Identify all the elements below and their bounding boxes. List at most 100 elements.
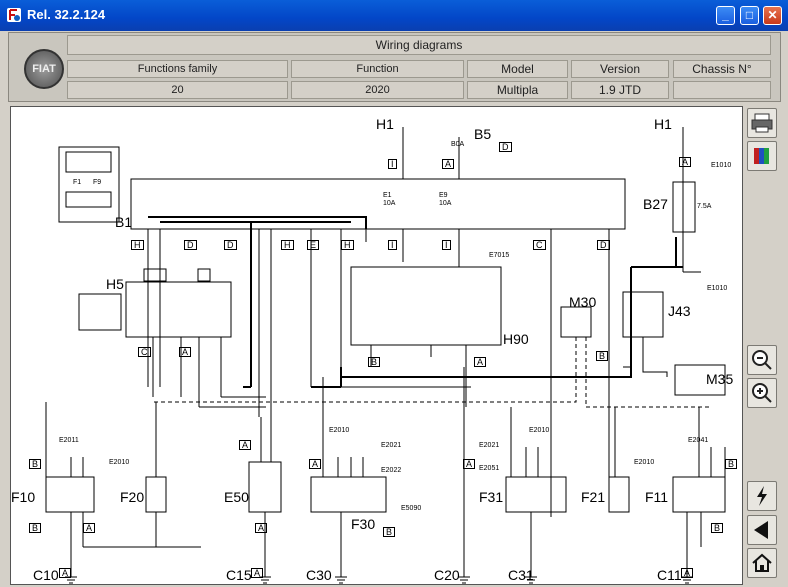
back-arrow-icon (754, 521, 768, 539)
maximize-button[interactable]: □ (740, 6, 759, 25)
conn-d-4: D (597, 240, 610, 250)
conn-a-8: A (83, 523, 96, 533)
label-h90: H90 (503, 331, 529, 347)
conn-a-1: A (442, 159, 455, 169)
ref-e5090: E5090 (401, 505, 422, 512)
conn-b-2: B (596, 351, 609, 361)
printer-icon (751, 113, 773, 133)
conn-b-1: B (368, 357, 381, 367)
fuse-f9-rating: E9 10A (439, 192, 452, 207)
conn-a-3: A (474, 357, 487, 367)
model-header: Model (467, 60, 568, 78)
zoom-in-button[interactable] (747, 378, 777, 408)
conn-a-10: A (59, 568, 72, 578)
ref-e2041: E2041 (688, 437, 709, 444)
fuse-f1-rating: E1 10A (383, 192, 396, 207)
chassis-value (673, 81, 771, 99)
label-m35: M35 (706, 371, 734, 387)
label-c30: C30 (306, 567, 332, 583)
label-j43: J43 (668, 303, 691, 319)
ref-e2011: E2011 (59, 437, 79, 444)
function-value: 2020 (291, 81, 464, 99)
title-bar[interactable]: Rel. 32.2.124 _ □ ✕ (0, 0, 788, 31)
zoom-out-button[interactable] (747, 345, 777, 375)
close-button[interactable]: ✕ (763, 6, 782, 25)
lightning-icon (757, 486, 767, 506)
conn-h-1: H (131, 240, 144, 250)
conn-d-3: D (224, 240, 237, 250)
home-icon (752, 553, 772, 572)
conn-a-2: A (179, 347, 192, 357)
conn-h-2: H (281, 240, 294, 250)
conn-b-4: B (725, 459, 738, 469)
label-c15: C15 (226, 567, 252, 583)
version-value: 1.9 JTD (571, 81, 669, 99)
label-f10: F10 (11, 489, 36, 505)
model-value: Multipla (467, 81, 568, 99)
power-button[interactable] (747, 481, 777, 511)
book-button[interactable] (747, 141, 777, 171)
label-f11: F11 (645, 489, 669, 505)
conn-d-2: D (184, 240, 197, 250)
ref-e2051: E2051 (479, 465, 500, 472)
fuse-b5-rating: B0A (451, 141, 465, 148)
conn-d-1: D (499, 142, 512, 152)
function-header: Function (291, 60, 464, 78)
ref-e2010-c: E2010 (529, 427, 550, 434)
label-f30: F30 (351, 516, 376, 532)
functions-family-header: Functions family (67, 60, 288, 78)
version-header: Version (571, 60, 669, 78)
conn-b-7: B (711, 523, 724, 533)
ref-e1010-b: E1010 (707, 285, 728, 292)
home-button[interactable] (747, 548, 777, 578)
conn-b-3: B (29, 459, 42, 469)
label-h1-right: H1 (654, 116, 672, 132)
zoom-out-icon (752, 350, 772, 370)
label-f21: F21 (581, 489, 606, 505)
conn-b-5: B (29, 523, 42, 533)
ref-e2010-a: E2010 (109, 459, 130, 466)
functions-family-value: 20 (67, 81, 288, 99)
conn-h-3: H (341, 240, 354, 250)
label-c20: C20 (434, 567, 460, 583)
conn-a-11: A (251, 568, 264, 578)
app-icon (7, 8, 21, 22)
conn-b-6: B (383, 527, 396, 537)
label-c11: C11 (657, 567, 682, 583)
print-button[interactable] (747, 108, 777, 138)
label-h5: H5 (106, 276, 124, 292)
label-f20: F20 (120, 489, 145, 505)
label-b27: B27 (643, 196, 668, 212)
conn-c-1: C (533, 240, 546, 250)
ref-e1010-a: E1010 (711, 162, 732, 169)
label-c31: C31 (508, 567, 534, 583)
ref-e2021-a: E2021 (381, 442, 402, 449)
wiring-diagram[interactable]: H1 B5 H1 B1 B27 H5 M30 J43 H90 M35 F10 F… (10, 106, 743, 585)
zoom-in-icon (752, 383, 772, 403)
conn-a-6: A (309, 459, 322, 469)
minimize-button[interactable]: _ (716, 6, 735, 25)
chassis-header: Chassis N° (673, 60, 771, 78)
ref-e7015: E7015 (489, 252, 510, 259)
conn-a-7: A (463, 459, 476, 469)
label-c10: C10 (33, 567, 59, 583)
conn-i-1: I (388, 159, 397, 169)
conn-a-12: A (681, 568, 694, 578)
ref-e2021-b: E2021 (479, 442, 500, 449)
label-b5: B5 (474, 126, 492, 142)
ref-e2010-d: E2010 (634, 459, 655, 466)
fiat-logo: FIAT (24, 49, 64, 89)
back-button[interactable] (747, 515, 777, 545)
fuse-b27-rating: 7.5A (697, 203, 712, 210)
conn-a-9: A (255, 523, 268, 533)
label-m30: M30 (569, 294, 597, 310)
window-title: Rel. 32.2.124 (27, 7, 106, 22)
ref-e2010-b: E2010 (329, 427, 350, 434)
label-b1: B1 (115, 214, 133, 230)
conn-i-3: I (442, 240, 451, 250)
diagram-lines (45, 127, 726, 584)
conn-c-2: C (138, 347, 151, 357)
books-icon (754, 148, 769, 164)
conn-i-2: I (388, 240, 397, 250)
legend-f9: F9 (93, 179, 102, 186)
